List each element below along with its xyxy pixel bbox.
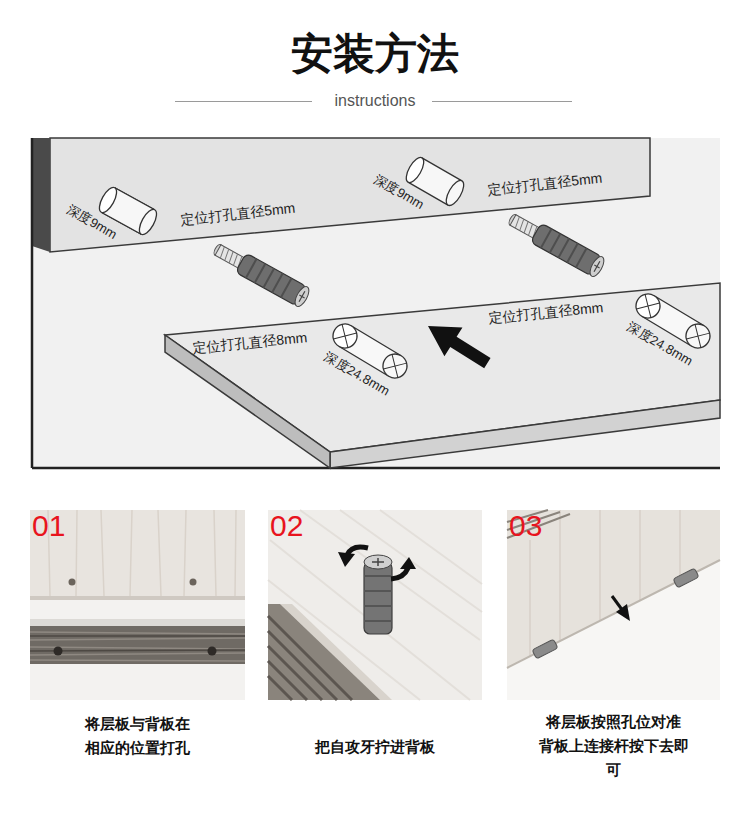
back-panel (32, 138, 50, 252)
connector-fitting (210, 239, 312, 309)
shelf-hole (686, 324, 709, 347)
shelf-board (165, 283, 720, 468)
panel-hole (403, 155, 427, 185)
step-photo (673, 568, 699, 588)
step-photo (616, 604, 630, 621)
shelf-board (165, 335, 330, 468)
step-photo (507, 560, 720, 668)
step-photo (48, 510, 236, 596)
caption-area: 把自攻牙拧进背板 (268, 735, 482, 759)
direction-arrow (419, 312, 496, 378)
step-photo (69, 579, 76, 586)
step-photo (190, 579, 197, 586)
step-photo (364, 576, 392, 621)
step-photo (400, 557, 416, 569)
step-photo (372, 558, 384, 566)
panel-hole (136, 207, 160, 237)
caption-area: 将层板与背板在 相应的位置打孔 (30, 712, 245, 760)
connector-fitting (541, 229, 587, 268)
step-photo (338, 552, 355, 567)
page-title: 安装方法 (0, 26, 750, 82)
connector-fitting (505, 209, 607, 279)
caption-area: 将层板按照孔位对准 背板上连接杆按下去即可 (507, 710, 720, 782)
shelf-hole (333, 324, 356, 347)
scene-frame (32, 467, 720, 470)
connector-fitting (587, 254, 606, 278)
step-caption: 把自攻牙拧进背板 (315, 735, 435, 759)
step-number: 02 (270, 508, 303, 544)
step-photo (54, 647, 63, 656)
step-panel: 01将层板与背板在 相应的位置打孔 (30, 510, 245, 700)
step-panel: 03将层板按照孔位对准 背板上连接杆按下去即可 (507, 510, 720, 700)
step-caption: 将层板按照孔位对准 背板上连接杆按下去即可 (537, 710, 689, 782)
connector-fitting (296, 290, 307, 303)
step-photo (208, 647, 217, 656)
scene-ground (32, 138, 720, 468)
shelf-hole (636, 294, 659, 317)
step-photo (532, 639, 558, 659)
scene-frame (31, 138, 34, 468)
step-photo (30, 626, 245, 664)
shelf-board (330, 400, 720, 468)
step-caption: 将层板与背板在 相应的位置打孔 (84, 712, 191, 760)
step-photo (364, 555, 392, 569)
step-photo (30, 619, 245, 626)
subtitle-rule (175, 101, 312, 102)
step-photo (507, 560, 720, 700)
direction-arrow (419, 312, 496, 378)
connector-fitting (292, 284, 311, 308)
shelf-hole (632, 290, 665, 323)
connector-fitting (246, 259, 292, 298)
panel-hole (96, 185, 120, 215)
step-photo (364, 562, 392, 634)
subtitle: instructions (335, 91, 416, 110)
scene-frame (32, 138, 720, 468)
step-photo (30, 632, 245, 661)
step-photo (532, 639, 558, 659)
step-photo (30, 596, 245, 600)
shelf-hole (682, 320, 715, 353)
connector-fitting (591, 260, 602, 273)
subtitle-rule (432, 101, 572, 102)
panel-hole (443, 178, 467, 208)
step-number: 03 (509, 508, 542, 544)
step-photo (391, 568, 408, 579)
step-photo (268, 604, 380, 700)
shelf-hole (329, 320, 362, 353)
step-photo (268, 616, 352, 700)
step-number: 01 (32, 508, 65, 544)
step-photo (673, 568, 699, 588)
shelf-hole (383, 354, 406, 377)
step-panel: 02把自攻牙拧进背板 (268, 510, 482, 700)
shelf-hole (379, 350, 412, 383)
scene-ground (32, 138, 720, 468)
